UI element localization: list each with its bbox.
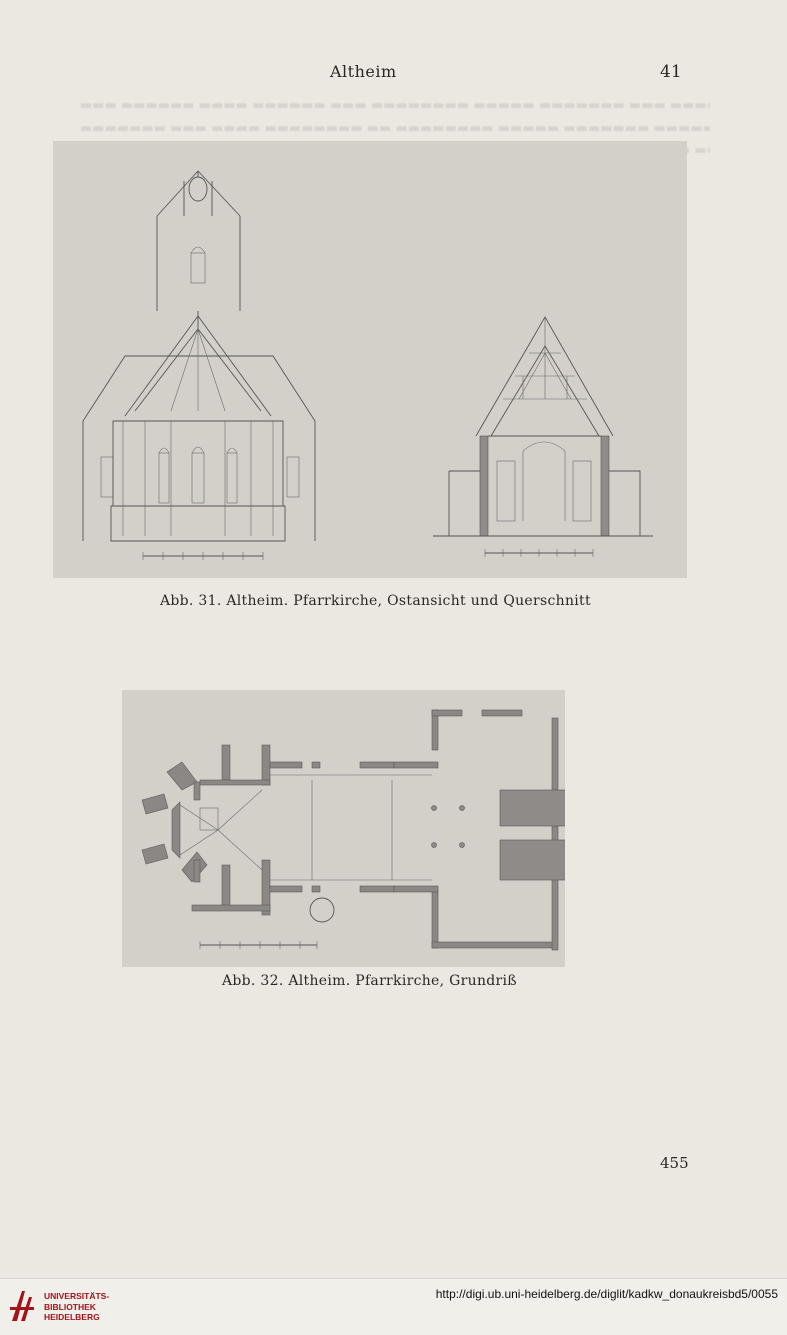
library-line-1: UNIVERSITÄTS- — [44, 1291, 110, 1301]
figure-east-view-cross-section — [53, 141, 687, 578]
figure-floor-plan — [122, 690, 577, 967]
page-number: 455 — [660, 1154, 689, 1172]
permalink-url[interactable]: http://digi.ub.uni-heidelberg.de/diglit/… — [435, 1287, 778, 1301]
running-head-title: Altheim — [330, 62, 397, 81]
figure-32-caption: Abb. 32. Altheim. Pfarrkirche, Grundriß — [222, 973, 517, 989]
library-name: UNIVERSITÄTS- BIBLIOTHEK HEIDELBERG — [44, 1291, 109, 1323]
library-line-3: HEIDELBERG — [44, 1312, 100, 1322]
viewer-footer: UNIVERSITÄTS- BIBLIOTHEK HEIDELBERG http… — [0, 1278, 787, 1335]
library-logo-icon — [10, 1291, 34, 1321]
figure-31-caption: Abb. 31. Altheim. Pfarrkirche, Ostansich… — [160, 593, 591, 609]
running-head-page-number: 41 — [660, 62, 682, 82]
library-line-2: BIBLIOTHEK — [44, 1301, 96, 1312]
document-page: ▬▬▬ ▬▬▬▬▬▬ ▬▬▬▬ ▬▬▬▬▬▬ ▬▬▬ ▬▬▬▬▬▬▬▬ ▬▬▬▬… — [53, 62, 710, 1172]
